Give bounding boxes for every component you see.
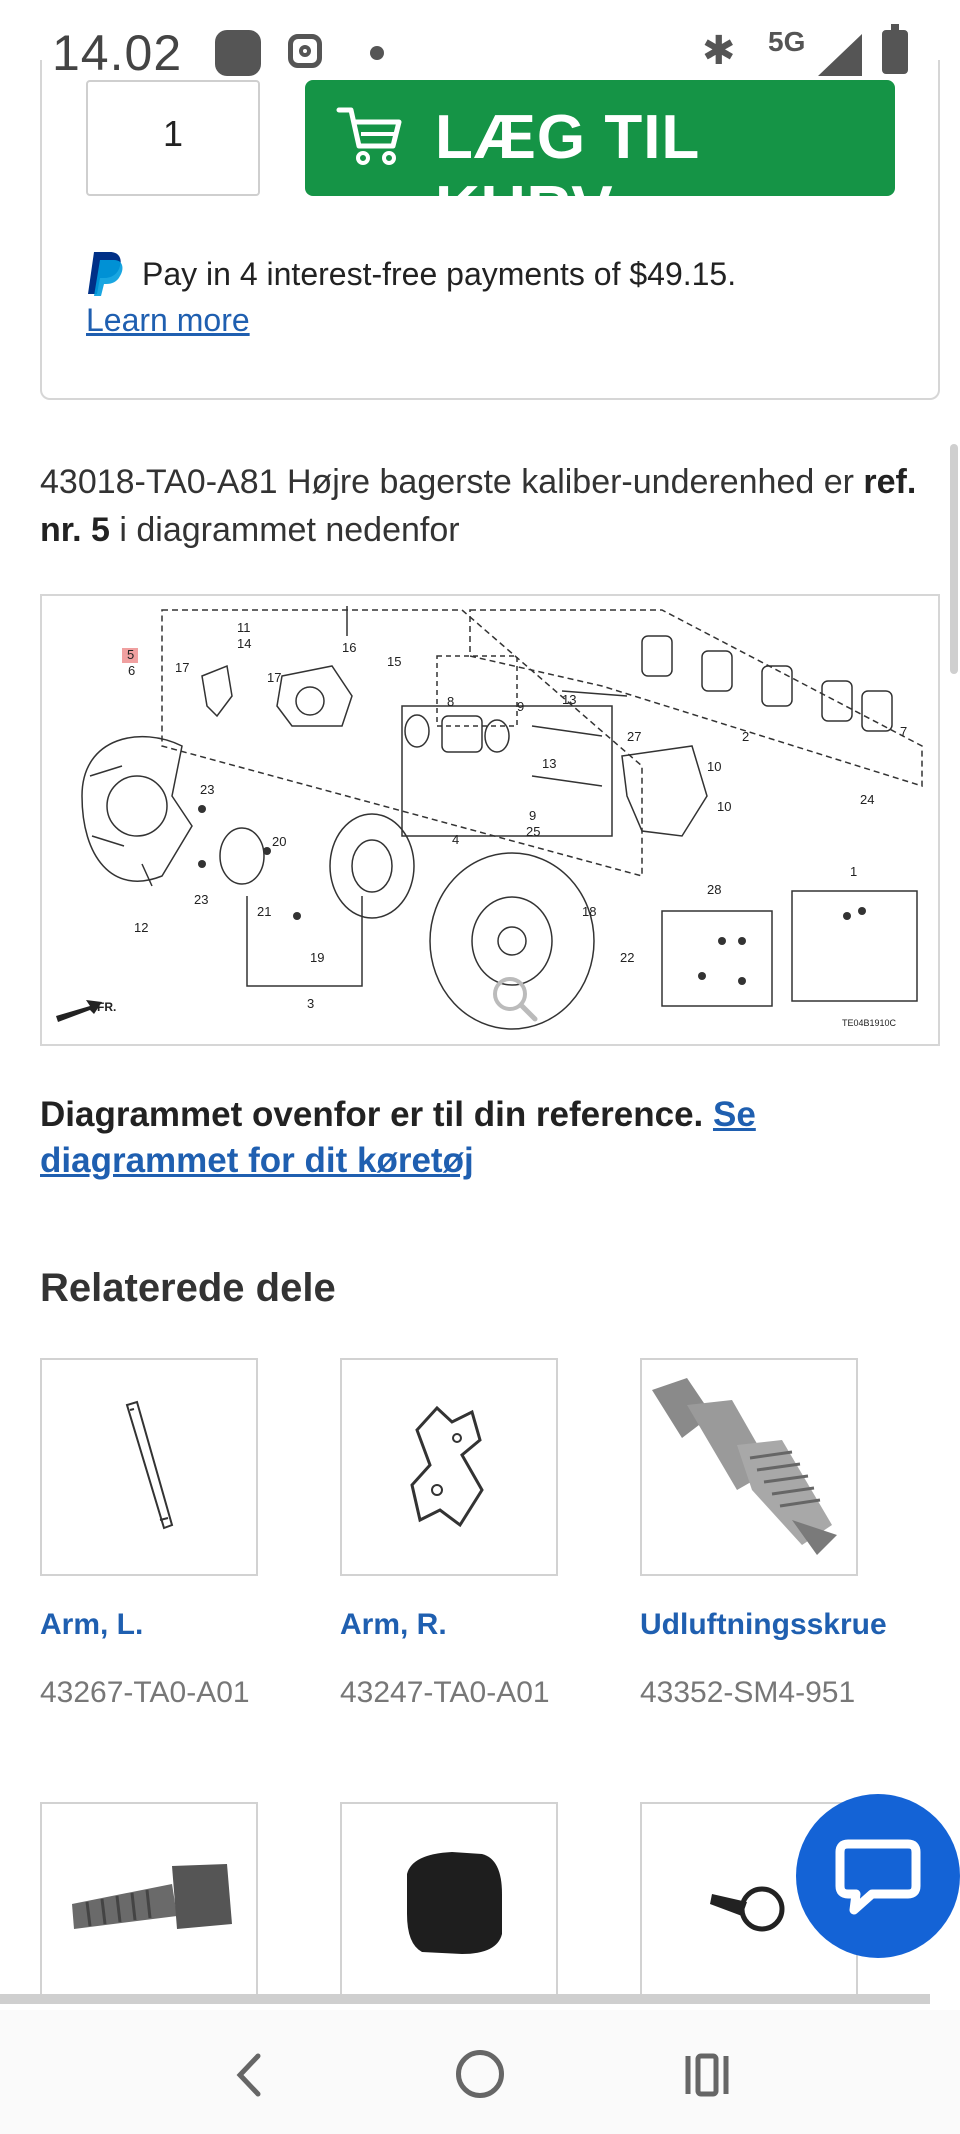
related-item-number: 43352-SM4-951	[640, 1676, 856, 1709]
related-item-image-bolt[interactable]	[40, 1802, 258, 2002]
svg-text:14: 14	[237, 636, 251, 651]
bleeder-screw-illustration	[652, 1378, 837, 1555]
svg-text:23: 23	[194, 892, 208, 907]
svg-text:10: 10	[717, 799, 731, 814]
related-item-image-arm-r[interactable]	[340, 1358, 558, 1576]
related-item-name[interactable]: Arm, R.	[340, 1608, 447, 1641]
purchase-card	[40, 60, 940, 400]
svg-text:12: 12	[134, 920, 148, 935]
svg-text:11: 11	[237, 620, 251, 635]
description-suffix: i diagrammet nedenfor	[109, 511, 460, 549]
related-item-image-arm-l[interactable]	[40, 1358, 258, 1576]
ref-number: ref. nr. 5	[40, 463, 917, 549]
notification-square-icon	[215, 30, 261, 76]
bolt-illustration	[72, 1864, 232, 1929]
bluetooth-icon: ✱	[702, 29, 736, 73]
svg-text:5: 5	[127, 647, 134, 662]
related-item-number: 43247-TA0-A01	[340, 1676, 550, 1709]
back-icon[interactable]	[226, 2050, 276, 2100]
arm-l-illustration	[125, 1400, 174, 1530]
svg-text:27: 27	[627, 729, 641, 744]
reference-note-text: Diagrammet ovenfor er til din reference.	[40, 1095, 713, 1134]
system-navigation-bar	[0, 2010, 960, 2134]
related-parts-title: Relaterede dele	[40, 1266, 336, 1310]
signal-icon	[818, 34, 862, 76]
battery-icon	[882, 24, 908, 74]
svg-text:15: 15	[387, 654, 401, 669]
svg-text:17: 17	[175, 660, 189, 675]
svg-text:9: 9	[529, 808, 536, 823]
svg-text:TE04B1910C: TE04B1910C	[842, 1018, 897, 1028]
svg-text:24: 24	[860, 792, 874, 807]
svg-text:13: 13	[542, 756, 556, 771]
screw-illustration	[710, 1886, 785, 1932]
svg-text:22: 22	[620, 950, 634, 965]
reference-note: Diagrammet ovenfor er til din reference.…	[40, 1092, 940, 1184]
svg-text:19: 19	[310, 950, 324, 965]
horizontal-scrollbar[interactable]	[0, 1994, 930, 2004]
paypal-learn-more-link[interactable]: Learn more	[86, 302, 250, 338]
instagram-icon	[288, 34, 322, 68]
svg-text:9: 9	[517, 699, 524, 714]
svg-text:7: 7	[900, 724, 907, 739]
svg-text:18: 18	[582, 904, 596, 919]
related-item-name[interactable]: Arm, L.	[40, 1608, 144, 1641]
add-to-cart-label: LÆG TIL KURV	[435, 103, 700, 243]
rubber-cap-illustration	[407, 1852, 502, 1954]
svg-text:6: 6	[128, 663, 135, 678]
quantity-input[interactable]: 1	[86, 80, 260, 196]
svg-text:FR.: FR.	[97, 1000, 116, 1014]
svg-text:23: 23	[200, 782, 214, 797]
related-item-name[interactable]: Udluftningsskrue	[640, 1608, 887, 1641]
home-icon[interactable]	[456, 2050, 504, 2098]
network-label: 5G	[768, 26, 806, 57]
svg-text:2: 2	[742, 729, 749, 744]
svg-text:4: 4	[452, 832, 459, 847]
paypal-text: Pay in 4 interest-free payments of $49.1…	[142, 256, 737, 292]
svg-text:10: 10	[707, 759, 721, 774]
related-item-image-bleeder-screw[interactable]	[640, 1358, 858, 1576]
svg-text:1: 1	[850, 864, 857, 879]
diagram-drawing: 5 6 17 11 14 17 16 15 8 9 13 27 2 7 24 2…	[56, 606, 923, 1030]
related-item-image-rubber-cap[interactable]	[340, 1802, 558, 2002]
svg-text:25: 25	[526, 824, 540, 839]
recent-apps-icon[interactable]	[682, 2050, 732, 2100]
chat-button[interactable]	[796, 1794, 960, 1958]
status-time: 14.02	[52, 25, 183, 81]
svg-text:8: 8	[447, 694, 454, 709]
description-line: 43018-TA0-A81 Højre bagerste kaliber-und…	[40, 463, 854, 501]
add-to-cart-button[interactable]: LÆG TIL KURV	[305, 80, 895, 243]
related-item-number: 43267-TA0-A01	[40, 1676, 250, 1709]
svg-text:3: 3	[307, 996, 314, 1011]
vehicle-diagram-link[interactable]: Se diagrammet for dit køretøj	[40, 1095, 756, 1180]
svg-text:21: 21	[257, 904, 271, 919]
dot-icon	[370, 46, 384, 60]
part-description: 43018-TA0-A81 Højre bagerste kaliber-und…	[40, 458, 940, 554]
paypal-icon	[88, 252, 123, 296]
vertical-scrollbar[interactable]	[950, 444, 958, 674]
cart-icon	[336, 107, 402, 165]
svg-text:17: 17	[267, 670, 281, 685]
parts-diagram[interactable]: 5 6 17 11 14 17 16 15 8 9 13 27 2 7 24 2…	[40, 594, 940, 1046]
chat-icon	[835, 1839, 921, 1915]
svg-text:28: 28	[707, 882, 721, 897]
svg-text:20: 20	[272, 834, 286, 849]
svg-text:16: 16	[342, 640, 356, 655]
arm-r-illustration	[410, 1405, 484, 1528]
svg-text:13: 13	[562, 692, 576, 707]
